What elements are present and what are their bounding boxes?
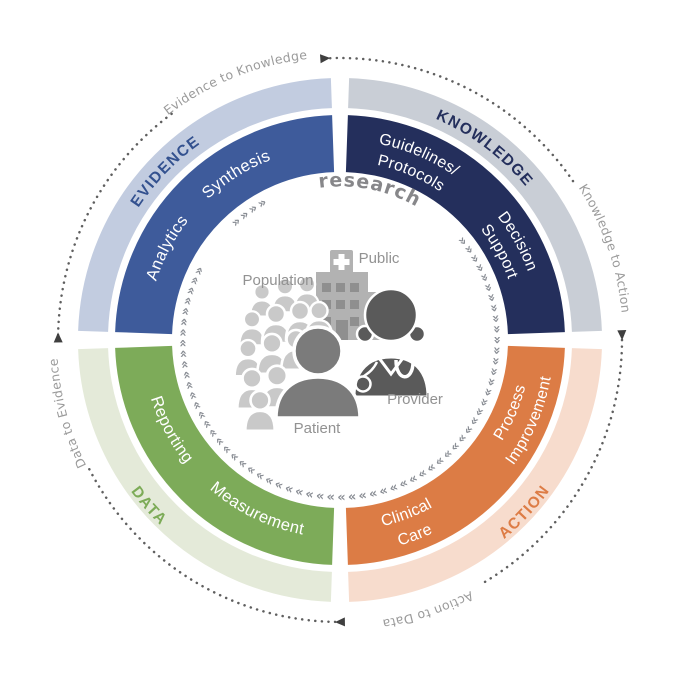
- outer-ring-data: [78, 348, 332, 602]
- center-illustration: Population Public Patient Provider: [233, 250, 443, 437]
- arrow-data-to-evidence-icon: [53, 332, 63, 343]
- hospital-door: [336, 320, 348, 340]
- outer-cycle-dotted-ring: [56, 56, 624, 624]
- provider-label: Provider: [387, 391, 443, 408]
- provider-collar: [377, 357, 405, 377]
- stethoscope-chestpiece: [354, 375, 372, 393]
- stethoscope-loop: [394, 359, 415, 379]
- segment-band-action: [345, 345, 565, 565]
- segment-band-data: [115, 345, 335, 565]
- arrow-action-to-data-icon: [334, 617, 345, 627]
- outer-ring-knowledge: [348, 78, 602, 332]
- cycle-arrows: [53, 54, 627, 627]
- dotted-arc-right-bottom: [479, 338, 624, 586]
- provider-icon: [352, 287, 430, 399]
- center-labels: Population Public Patient Provider: [243, 250, 443, 437]
- arrow-knowledge-to-action-icon: [617, 330, 627, 341]
- hospital-cross-h: [333, 259, 350, 265]
- provider-head: [363, 287, 419, 343]
- patient-body: [274, 375, 362, 420]
- arrow-evidence-to-knowledge-icon: [319, 54, 331, 64]
- patient-icon: [274, 325, 362, 420]
- outer-ring-evidence: [78, 78, 332, 332]
- outer-ring-action: [348, 348, 602, 602]
- dotted-arc-top-right: [328, 56, 576, 184]
- segment-band-evidence: [115, 115, 335, 335]
- segment-band-knowledge: [345, 115, 565, 335]
- patient-label: Patient: [294, 420, 342, 437]
- population-label: Population: [243, 272, 314, 289]
- dotted-arc-left-top: [56, 110, 176, 337]
- patient-head: [292, 325, 344, 377]
- outer-quadrant-ring: [78, 78, 602, 602]
- inner-segment-ring: [115, 115, 565, 565]
- public-label: Public: [359, 250, 400, 267]
